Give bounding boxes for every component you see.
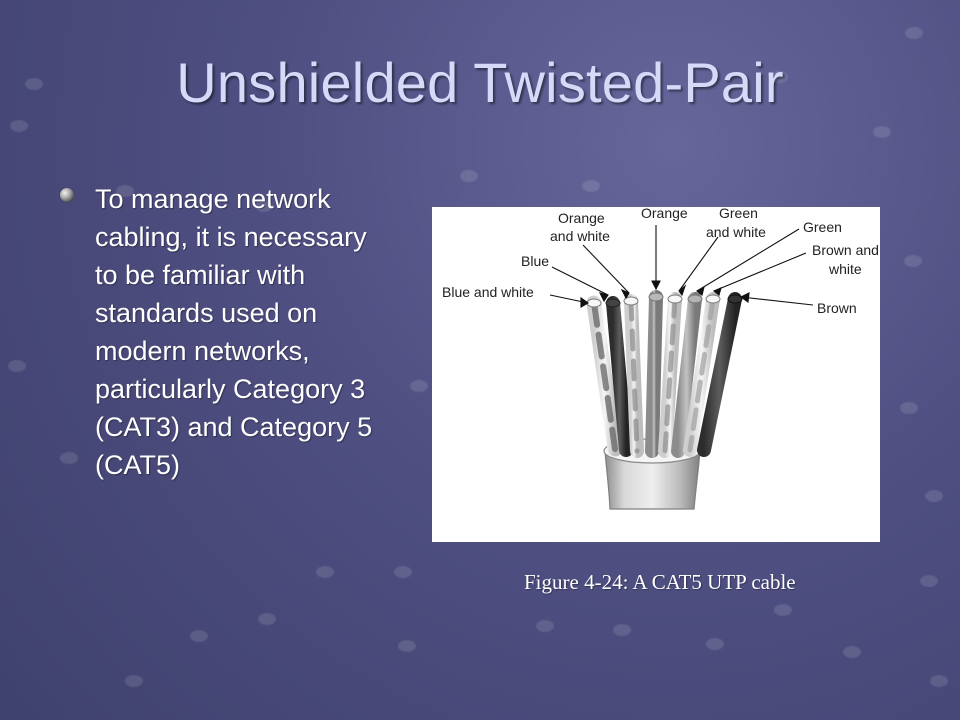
label-brown-and-white-line1: Brown and xyxy=(812,242,879,258)
label-green-and-white-line1: Green xyxy=(719,207,758,221)
sphere-bullet-icon xyxy=(60,188,74,202)
background-dot xyxy=(125,675,143,687)
background-dot xyxy=(190,630,208,642)
background-dot xyxy=(904,255,922,267)
background-dot xyxy=(536,620,554,632)
background-dot xyxy=(706,638,724,650)
background-dot xyxy=(582,180,600,192)
label-orange-and-white-line2: and white xyxy=(550,228,610,244)
background-dot xyxy=(920,575,938,587)
background-dot xyxy=(410,380,428,392)
background-dot xyxy=(258,613,276,625)
background-dot xyxy=(394,566,412,578)
background-dot xyxy=(613,624,631,636)
background-dot xyxy=(60,452,78,464)
background-dot xyxy=(925,490,943,502)
label-blue-and-white: Blue and white xyxy=(442,284,534,300)
background-dot xyxy=(398,640,416,652)
blue-white-stripe xyxy=(591,300,618,452)
background-dot xyxy=(774,604,792,616)
orange-wire xyxy=(645,290,663,458)
background-dot xyxy=(10,120,28,132)
background-dot xyxy=(900,402,918,414)
label-green: Green xyxy=(803,219,842,235)
label-green-and-white-line2: and white xyxy=(706,224,766,240)
callout-lines xyxy=(549,225,814,308)
cable-figure: Orange and white Orange Green and white … xyxy=(432,207,880,542)
wire-bundle xyxy=(586,290,742,458)
background-dot xyxy=(905,27,923,39)
cat5-cable-illustration: Orange and white Orange Green and white … xyxy=(432,207,880,542)
background-dot xyxy=(460,170,478,182)
page-title: Unshielded Twisted-Pair xyxy=(176,51,784,114)
background-dot xyxy=(316,566,334,578)
brown-wire xyxy=(697,292,742,457)
background-dot xyxy=(930,675,948,687)
blue-wire xyxy=(606,296,633,457)
label-brown: Brown xyxy=(817,300,857,316)
background-dot xyxy=(843,646,861,658)
figure-caption: Figure 4-24: A CAT5 UTP cable xyxy=(524,570,796,594)
green-wire xyxy=(671,292,702,458)
bullet-text: To manage network cabling, it is necessa… xyxy=(95,184,373,480)
green-white-wire xyxy=(658,292,682,458)
label-orange-and-white-line1: Orange xyxy=(558,210,605,226)
orange-white-stripe xyxy=(628,298,640,454)
background-dot xyxy=(8,360,26,372)
background-dot xyxy=(873,126,891,138)
brown-white-stripe xyxy=(687,296,716,453)
figure-labels: Orange and white Orange Green and white … xyxy=(442,207,879,316)
label-orange: Orange xyxy=(641,207,688,221)
green-white-stripe xyxy=(662,296,678,454)
label-blue: Blue xyxy=(521,253,549,269)
label-brown-and-white-line2: white xyxy=(828,261,862,277)
